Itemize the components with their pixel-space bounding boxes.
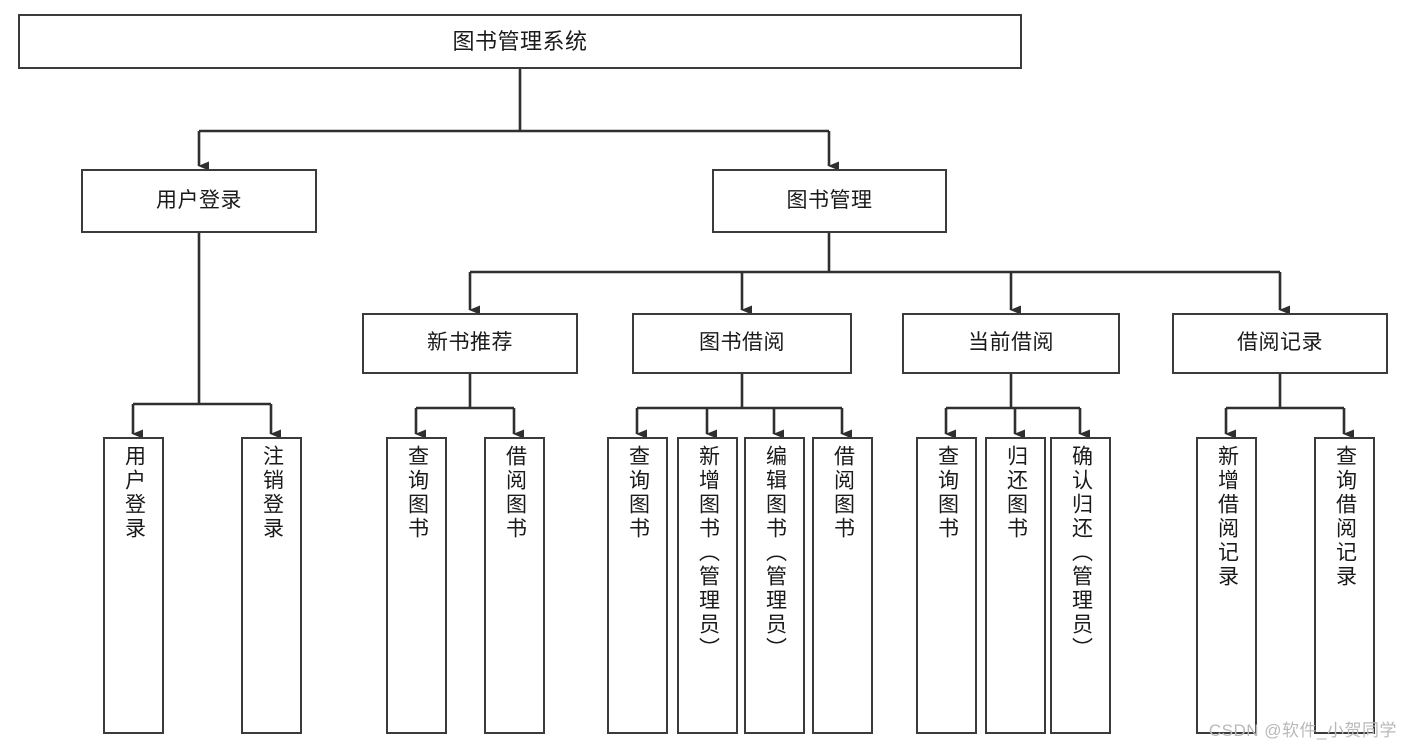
leaf-recommend-query-book-label: 查询图书 (405, 445, 429, 541)
leaf-record-query-record-label: 查询借阅记录 (1333, 445, 1357, 589)
leaf-borrow-borrow-book[interactable]: 借阅图书 (812, 437, 873, 734)
node-book-manage-label: 图书管理 (786, 188, 873, 212)
leaf-recommend-borrow-book-label: 借阅图书 (503, 445, 527, 541)
leaf-borrow-add-book-label: 新增图书（管理员） (696, 445, 720, 661)
node-new-book-recommend-label: 新书推荐 (427, 331, 513, 355)
leaf-user-login-login-label: 用户登录 (122, 445, 146, 541)
leaf-record-add-record-label: 新增借阅记录 (1215, 445, 1239, 589)
leaf-current-query-book-label: 查询图书 (935, 445, 959, 541)
leaf-user-login-logout-label: 注销登录 (260, 445, 284, 541)
leaf-recommend-borrow-book[interactable]: 借阅图书 (484, 437, 545, 734)
leaf-record-query-record[interactable]: 查询借阅记录 (1314, 437, 1375, 734)
leaf-current-query-book[interactable]: 查询图书 (916, 437, 977, 734)
leaf-current-return-book[interactable]: 归还图书 (985, 437, 1046, 734)
leaf-current-return-book-label: 归还图书 (1004, 445, 1028, 541)
leaf-current-confirm-return[interactable]: 确认归还（管理员） (1050, 437, 1111, 734)
leaf-borrow-query-book-label: 查询图书 (626, 445, 650, 541)
node-root-label: 图书管理系统 (452, 28, 588, 54)
node-current-borrow[interactable]: 当前借阅 (902, 313, 1120, 374)
node-borrow-record[interactable]: 借阅记录 (1172, 313, 1388, 374)
leaf-recommend-query-book[interactable]: 查询图书 (386, 437, 447, 734)
node-book-manage[interactable]: 图书管理 (712, 169, 947, 233)
node-book-borrow[interactable]: 图书借阅 (632, 313, 852, 374)
leaf-user-login-login[interactable]: 用户登录 (103, 437, 164, 734)
node-root[interactable]: 图书管理系统 (18, 14, 1022, 69)
node-user-login-label: 用户登录 (156, 188, 242, 212)
leaf-borrow-borrow-book-label: 借阅图书 (831, 445, 855, 541)
node-user-login[interactable]: 用户登录 (81, 169, 317, 233)
node-borrow-record-label: 借阅记录 (1237, 331, 1323, 355)
node-book-borrow-label: 图书借阅 (699, 331, 785, 355)
leaf-borrow-add-book[interactable]: 新增图书（管理员） (677, 437, 738, 734)
leaf-user-login-logout[interactable]: 注销登录 (241, 437, 302, 734)
leaf-borrow-edit-book[interactable]: 编辑图书（管理员） (744, 437, 805, 734)
leaf-current-confirm-return-label: 确认归还（管理员） (1069, 445, 1093, 661)
leaf-borrow-edit-book-label: 编辑图书（管理员） (763, 445, 787, 661)
node-current-borrow-label: 当前借阅 (968, 331, 1054, 355)
leaf-borrow-query-book[interactable]: 查询图书 (607, 437, 668, 734)
connector-paths (131, 69, 1354, 439)
leaf-record-add-record[interactable]: 新增借阅记录 (1196, 437, 1257, 734)
node-new-book-recommend[interactable]: 新书推荐 (362, 313, 578, 374)
